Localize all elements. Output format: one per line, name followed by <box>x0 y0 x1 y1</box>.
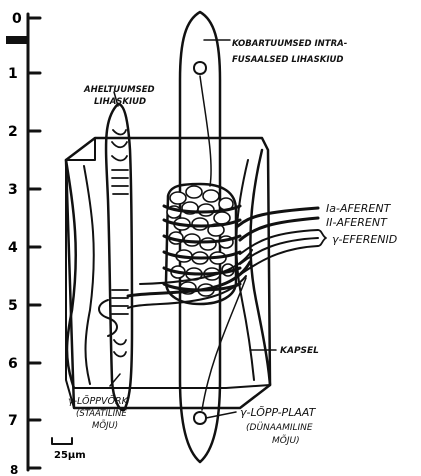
scale-bar-label: 25µm <box>54 450 86 461</box>
scale-tick-label: 8 <box>10 463 18 476</box>
gamma-trail-ending-label: γ-LÕPPVÕRK (STAATILINE MÕJU) <box>68 395 131 431</box>
scale-tick: 5 <box>8 298 40 314</box>
scale-tick: 7 <box>8 413 40 429</box>
scale-tick: 6 <box>8 356 40 372</box>
nuclear-chain-fiber <box>99 104 132 410</box>
scale-tick-label: 2 <box>8 124 18 140</box>
scale-tick-label: 1 <box>8 66 18 82</box>
scale-tick: 8 <box>10 463 40 476</box>
gamma-efferents-label: γ-EFERENID <box>332 233 397 246</box>
scale-tick-label: 0 <box>12 11 22 27</box>
scale-top-marker <box>6 36 28 44</box>
scale-tick: 4 <box>8 240 40 256</box>
capsule-label: KAPSEL <box>280 346 319 356</box>
scale-tick-label: 7 <box>8 413 18 429</box>
scale-bar: 25µm <box>52 438 86 461</box>
gamma-plate-ending-label: γ-LÕPP-PLAAT (DÜNAAMILINE MÕJU) <box>240 406 319 446</box>
scale-tick-label: 5 <box>8 298 18 314</box>
ii-afferent-label: II-AFERENT <box>326 216 388 229</box>
scale-tick-label: 3 <box>8 182 18 198</box>
scale-tick-label: 6 <box>8 356 18 372</box>
ia-afferent-label: Ia-AFERENT <box>326 202 392 215</box>
scale-ruler: 0 1 2 3 4 5 6 7 <box>6 11 40 476</box>
scale-tick-label: 4 <box>8 240 18 256</box>
nuclear-bag-fiber-label: KOBARTUUMSED INTRA- FUSAALSED LIHASKIUD <box>232 39 350 65</box>
scale-tick: 1 <box>8 66 40 82</box>
nuclear-bag <box>164 184 240 304</box>
nuclear-chain-fiber-label: AHELTUUMSED LIHASKIUD <box>83 85 158 107</box>
scale-tick: 3 <box>8 182 40 198</box>
scale-tick: 0 <box>12 11 40 27</box>
scale-tick: 2 <box>8 124 40 140</box>
